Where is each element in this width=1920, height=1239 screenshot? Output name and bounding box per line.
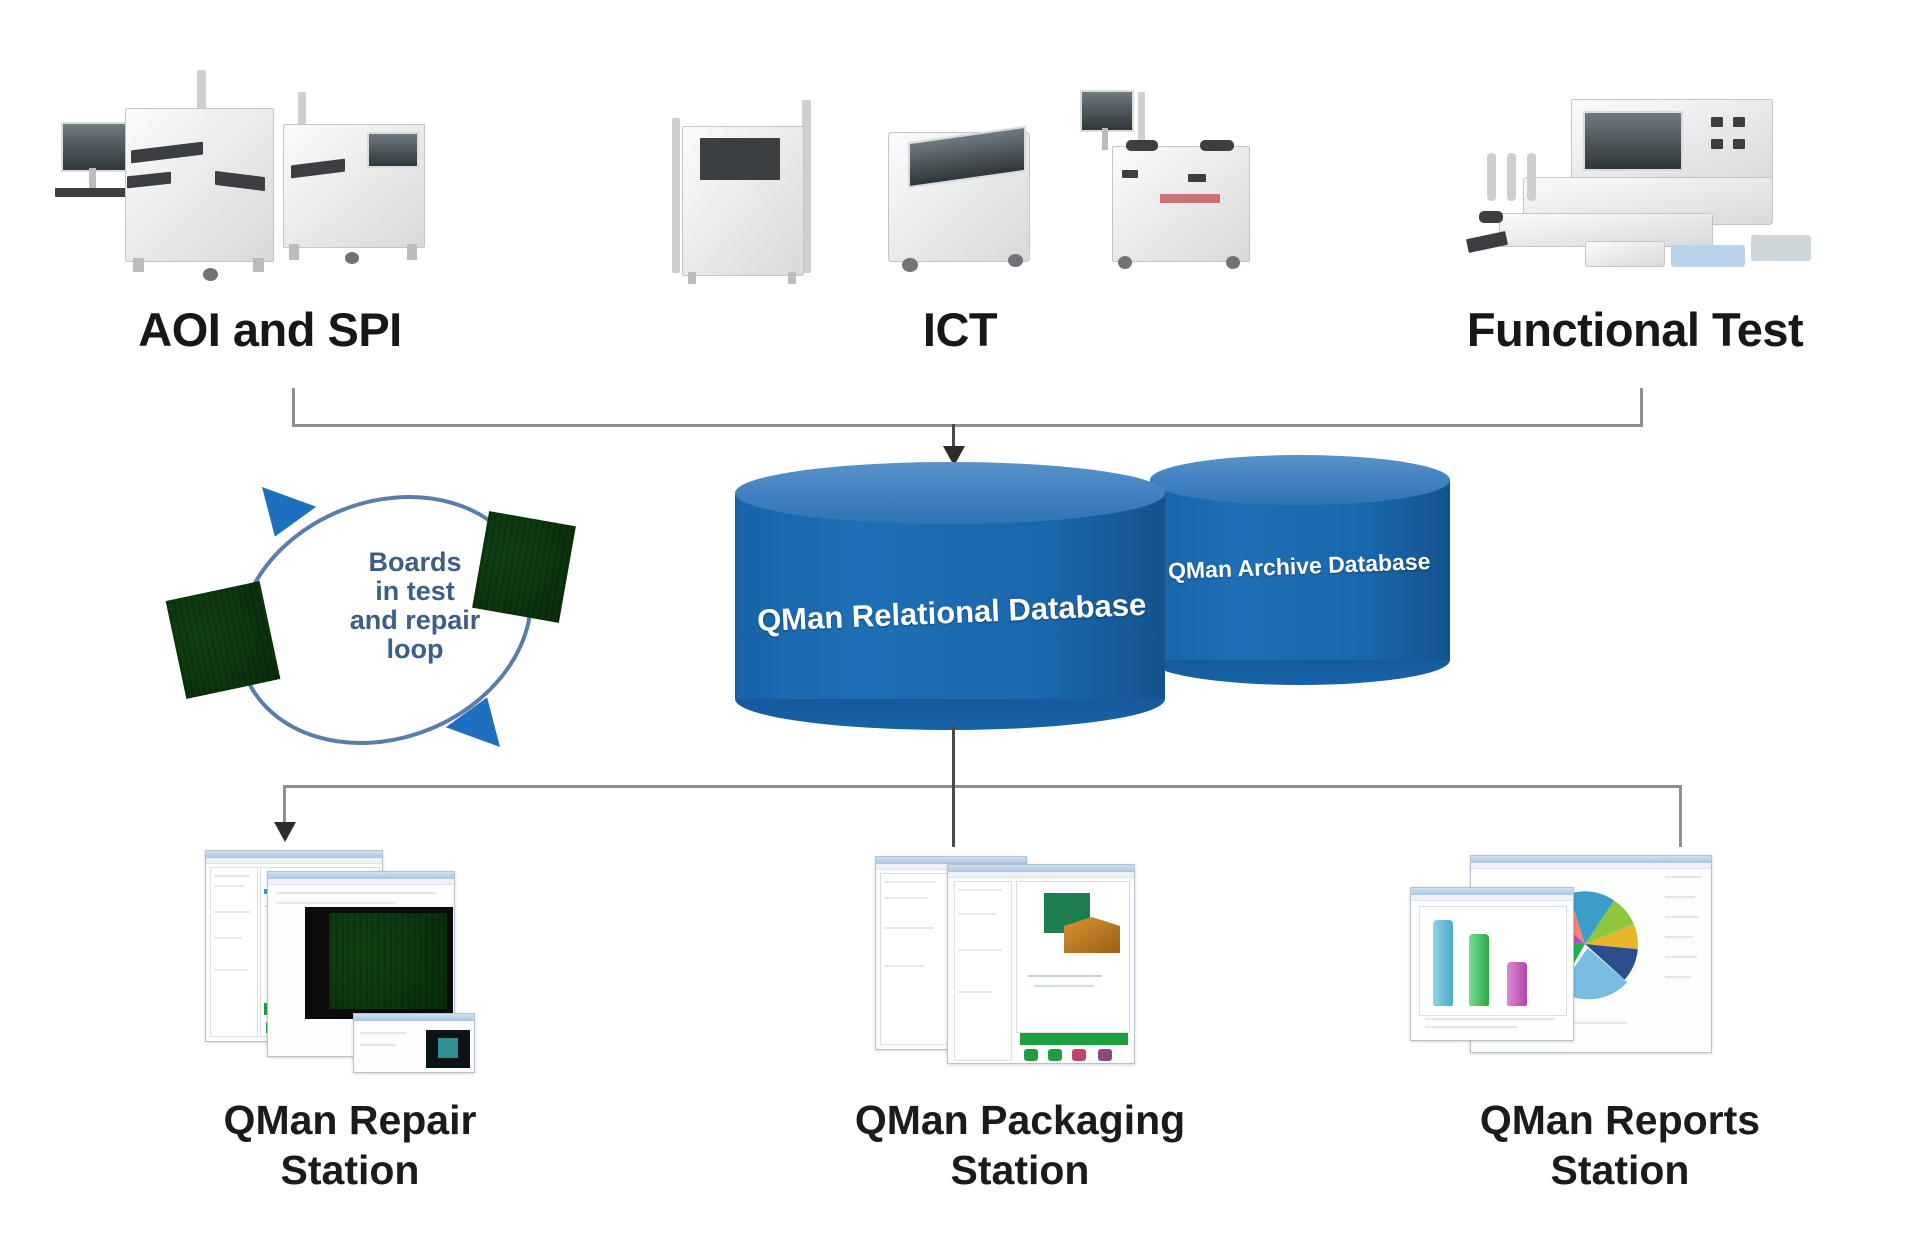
connector-bottom-bus bbox=[283, 785, 1682, 788]
connector-bottom-left-branch bbox=[283, 785, 286, 825]
station-label-repair-line1: QMan Repair bbox=[223, 1097, 477, 1143]
ict-machines-icon bbox=[660, 90, 1260, 290]
connector-bottom-center-branch bbox=[952, 785, 955, 847]
source-label-ict: ICT bbox=[922, 303, 998, 356]
repair-loop-line-2: in test bbox=[375, 575, 455, 606]
station-label-reports-line1: QMan Reports bbox=[1479, 1097, 1761, 1143]
station-label-packaging-line1: QMan Packaging bbox=[854, 1097, 1186, 1143]
bar-chart-icon bbox=[1410, 887, 1574, 1041]
functional-test-instruments-icon bbox=[1465, 95, 1825, 275]
connector-db-downstem bbox=[952, 726, 955, 788]
station-label-repair-line2: Station bbox=[280, 1147, 420, 1194]
connector-top-left-stem bbox=[292, 388, 295, 426]
connector-top-center-stem bbox=[952, 424, 955, 450]
arrow-down-icon bbox=[274, 822, 296, 842]
qman-relational-database bbox=[735, 462, 1165, 730]
station-label-packaging-line2: Station bbox=[950, 1147, 1090, 1194]
repair-loop-line-4: loop bbox=[386, 633, 444, 664]
repair-loop-label: Boards in test and repair loop bbox=[300, 548, 530, 664]
qman-archive-database bbox=[1150, 455, 1450, 685]
station-label-reports: QMan Reports Station bbox=[1370, 1095, 1870, 1195]
repair-loop-line-1: Boards bbox=[368, 547, 462, 577]
source-label-functional-test: Functional Test bbox=[1466, 303, 1804, 356]
station-label-packaging: QMan Packaging Station bbox=[740, 1095, 1300, 1195]
station-label-reports-line2: Station bbox=[1550, 1147, 1690, 1194]
connector-bottom-right-branch bbox=[1679, 785, 1682, 847]
repair-loop-line-3: and repair bbox=[349, 604, 481, 635]
source-label-aoi-spi: AOI and SPI bbox=[138, 303, 402, 356]
pcb-inspection-view bbox=[305, 907, 453, 1019]
arrow-down-icon bbox=[943, 446, 965, 466]
packaging-station-screenshot bbox=[875, 848, 1155, 1080]
pcb-board-icon bbox=[165, 581, 281, 699]
connector-top-right-stem bbox=[1640, 388, 1643, 426]
connector-top-bus bbox=[292, 424, 1643, 427]
reports-station-screenshot bbox=[1410, 855, 1730, 1081]
aoi-spi-machines-icon bbox=[55, 70, 465, 285]
repair-station-screenshot bbox=[205, 845, 505, 1075]
station-label-repair: QMan Repair Station bbox=[90, 1095, 610, 1195]
